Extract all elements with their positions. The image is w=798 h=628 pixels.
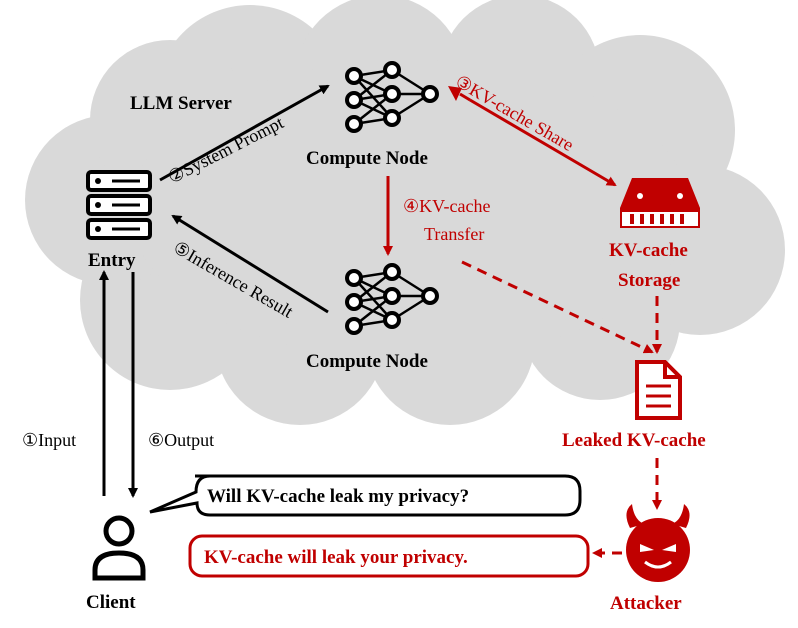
leaked-kv-cache-label: Leaked KV-cache [562,430,706,451]
server-icon [86,170,152,240]
attacker-reply-text: KV-cache will leak your privacy. [204,547,468,568]
neural-network-icon [345,263,439,335]
llm-server-cloud [25,0,785,425]
share-arrow-head-left [448,86,462,101]
leak-arrows [383,92,662,558]
server-label: LLM Server [130,93,232,114]
compute-node-top-label: Compute Node [306,148,428,169]
attacker-label: Attacker [610,593,682,614]
client-question-text: Will KV-cache leak my privacy? [207,486,469,507]
neural-network-icon [345,61,439,133]
client-question-bubble [149,474,582,517]
storage-drive-icon [620,178,700,228]
user-icon [92,515,146,581]
storage-label-line2: Storage [618,270,680,291]
compute-node-bottom-label: Compute Node [306,351,428,372]
step-input-label: ①Input [22,430,76,450]
step-output-label: ⑥Output [148,430,214,450]
step-transfer-label-line2: Transfer [424,224,484,244]
entry-label: Entry [88,250,136,271]
document-icon [635,360,682,420]
step-transfer-label-line1: ④KV-cache [403,196,490,216]
storage-label-line1: KV-cache [609,240,688,261]
client-label: Client [86,592,136,613]
flow-arrows [99,84,330,498]
attacker-reply-bubble [188,534,590,578]
devil-icon [626,504,690,582]
